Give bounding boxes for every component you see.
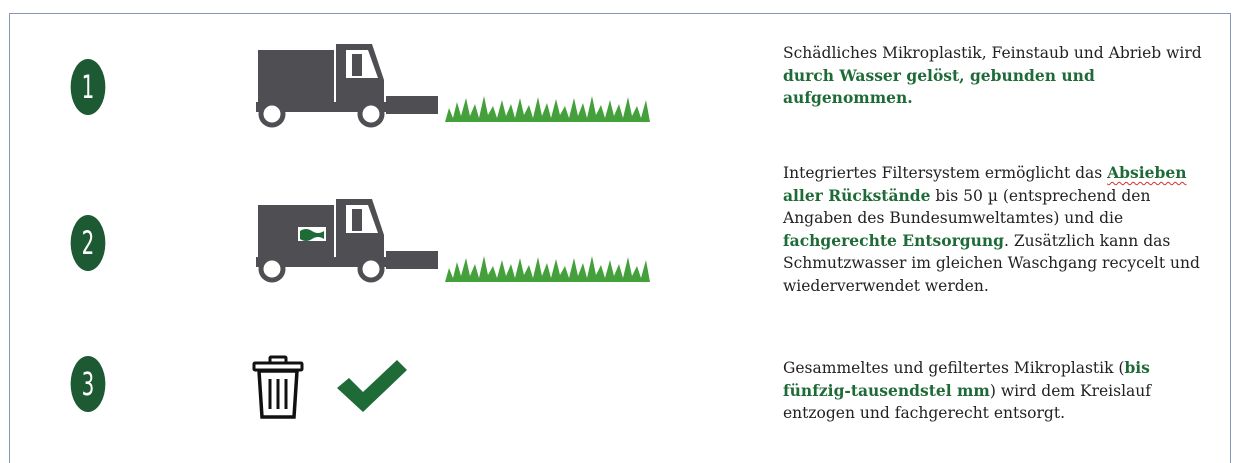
step-3-number: 3: [81, 365, 95, 403]
step-2-highlight-a: Absieben: [1107, 163, 1187, 182]
step-3-text-2: ) wird dem Kreislauf entzogen und fachge…: [783, 381, 1152, 423]
step-1-number: 1: [81, 68, 95, 106]
step-2-text-3: . Zusätzlich kann das Schmutzwasser im g…: [783, 231, 1200, 295]
sweeper-truck-with-filter-icon: [256, 199, 438, 283]
step-1-highlight: durch Wasser gelöst, gebunden und aufgen…: [783, 65, 1095, 108]
sweeper-truck-icon: [256, 44, 438, 128]
step-2-badge: 2: [70, 215, 106, 271]
step-1-description: Schädliches Mikroplastik, Feinstaub und …: [783, 42, 1203, 110]
step-2-text: Integriertes Filtersystem ermöglicht das: [783, 164, 1108, 182]
step-3-text: Gesammeltes und gefiltertes Mikroplastik…: [783, 359, 1125, 377]
grass-icon: [445, 256, 650, 282]
checkmark-icon: [337, 360, 407, 412]
step-3-description: Gesammeltes und gefiltertes Mikroplastik…: [783, 357, 1203, 425]
trash-bin-icon: [252, 355, 304, 419]
document-frame: [9, 13, 1231, 463]
step-2-text-2: bis 50 µ (entsprechend den Angaben des B…: [783, 186, 1151, 228]
step-1-badge: 1: [70, 59, 106, 115]
step-1-text: Schädliches Mikroplastik, Feinstaub und …: [783, 44, 1202, 62]
step-3-highlight: bis fünfzig-tausendstel mm: [783, 358, 1150, 400]
grass-icon: [445, 96, 650, 122]
step-2-highlight-c: fachgerechte Entsorgung: [783, 230, 1004, 250]
step-1-text-end: .: [907, 88, 913, 107]
step-2-description: Integriertes Filtersystem ermöglicht das…: [783, 162, 1203, 297]
step-3-badge: 3: [70, 356, 106, 412]
step-2-number: 2: [81, 224, 95, 262]
step-2-highlight-b: aller Rückstände: [783, 185, 931, 205]
